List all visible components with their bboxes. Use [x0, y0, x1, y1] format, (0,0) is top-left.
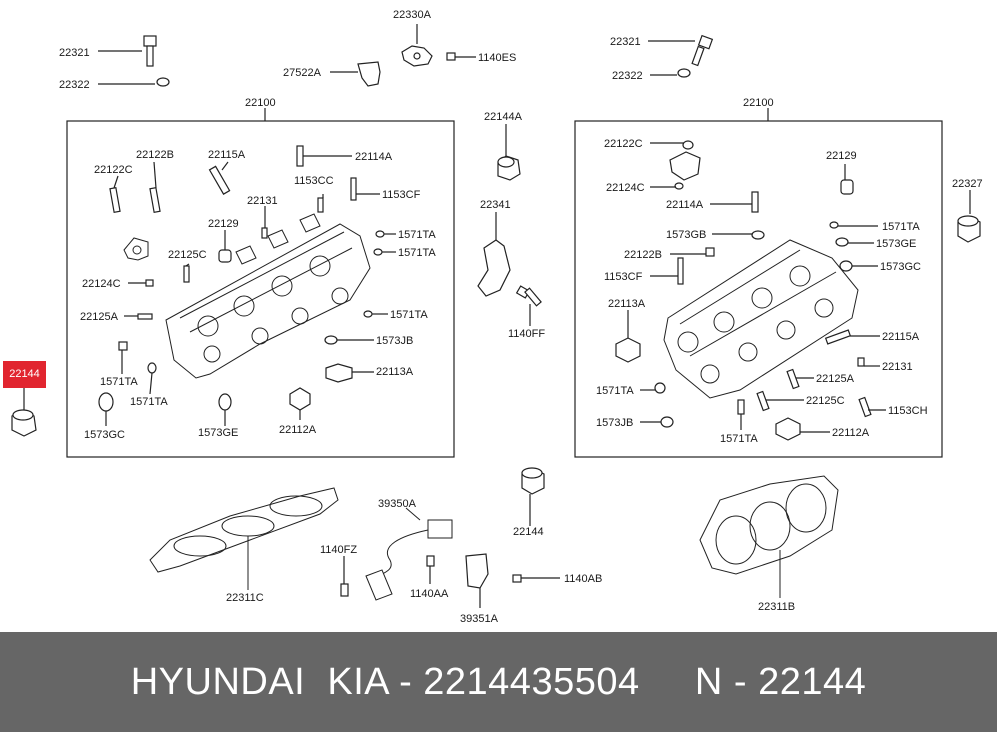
label-22321-left: 22321: [59, 47, 90, 59]
label-1571TA-e: 1571TA: [130, 396, 168, 408]
label-1571TA-r-b: 1571TA: [720, 433, 758, 445]
label-22113A-left: 22113A: [376, 366, 414, 378]
gasket-22311C: [149, 487, 339, 590]
label-22115A-left: 22115A: [208, 149, 246, 161]
label-22125C-left: 22125C: [168, 249, 207, 261]
bracket-22330A: [401, 24, 476, 67]
label-1573GC-left: 1573GC: [84, 429, 125, 441]
label-1140FF: 1140FF: [508, 328, 545, 340]
label-22322-left: 22322: [59, 79, 90, 91]
label-1153CF-left: 1153CF: [382, 189, 421, 201]
label-1573GE-left: 1573GE: [198, 427, 238, 439]
label-22144-mid: 22144: [513, 526, 544, 538]
label-22100-right: 22100: [743, 97, 774, 109]
label-1153CC: 1153CC: [294, 175, 334, 187]
seal-22327: [957, 190, 981, 243]
label-22125C-right: 22125C: [806, 395, 845, 407]
label-1140ES: 1140ES: [478, 52, 516, 64]
label-1573GE-right: 1573GE: [876, 238, 916, 250]
label-22124C-right: 22124C: [606, 182, 645, 194]
label-22112A-right: 22112A: [832, 427, 870, 439]
bolt-22321-right: [648, 34, 714, 67]
exploded-parts-diagram: 22321 22322 22330A 27522A 1140ES 22321 2…: [11, 9, 983, 625]
label-22131-left: 22131: [247, 195, 278, 207]
label-22311B: 22311B: [758, 601, 795, 613]
label-22115A-right: 22115A: [882, 331, 920, 343]
label-1140AB: 1140AB: [564, 573, 602, 585]
part-number-caption: HYUNDAI KIA - 2214435504 N - 22144: [130, 661, 867, 703]
knock-sensor-39350A: [365, 507, 453, 601]
label-22144A: 22144A: [484, 111, 523, 123]
label-1571TA-r-c: 1571TA: [882, 221, 920, 233]
label-22125A-right: 22125A: [816, 373, 855, 385]
label-1573JB-right: 1573JB: [596, 417, 633, 429]
footer-bar: HYUNDAI KIA - 2214435504 N - 22144: [0, 632, 997, 732]
label-22129-left: 22129: [208, 218, 239, 230]
label-1571TA-d: 1571TA: [100, 376, 138, 388]
label-22311C: 22311C: [226, 592, 264, 604]
label-1140AA: 1140AA: [410, 588, 449, 600]
label-27522A: 27522A: [283, 67, 322, 79]
label-22124C-left: 22124C: [82, 278, 121, 290]
bolt-22321-left: [98, 35, 157, 67]
washer-22322-right: [650, 68, 691, 78]
highlighted-part-label: 22144: [9, 368, 40, 380]
label-1571TA-b: 1571TA: [398, 247, 436, 259]
label-1571TA-c: 1571TA: [390, 309, 428, 321]
label-22322-right: 22322: [612, 70, 643, 82]
label-1153CH: 1153CH: [888, 405, 928, 417]
cam-cap-22124C: [123, 237, 149, 261]
label-22114A-right: 22114A: [666, 199, 704, 211]
bracket-39351A: [465, 553, 489, 608]
gasket-22311B: [699, 475, 839, 598]
label-22122C-left: 22122C: [94, 164, 133, 176]
label-22321-right: 22321: [610, 36, 641, 48]
label-22327: 22327: [952, 178, 983, 190]
label-22330A: 22330A: [393, 9, 432, 21]
label-1573JB-left: 1573JB: [376, 335, 413, 347]
label-22114A-left: 22114A: [355, 151, 393, 163]
bracket-27522A: [330, 61, 381, 87]
cylinder-head-left: [165, 213, 371, 379]
label-1153CF-right: 1153CF: [604, 271, 643, 283]
label-1573GB: 1573GB: [666, 229, 706, 241]
label-1571TA-a: 1571TA: [398, 229, 436, 241]
highlight-box: [3, 361, 46, 388]
label-1573GC-right: 1573GC: [880, 261, 921, 273]
label-22112A-left: 22112A: [279, 424, 317, 436]
label-22122B-left: 22122B: [136, 149, 174, 161]
seal-22144A: [497, 124, 521, 181]
label-22122C-right: 22122C: [604, 138, 643, 150]
seal-22144-mid: [521, 467, 545, 526]
seal-22144-highlighted: [11, 388, 37, 437]
label-22341: 22341: [480, 199, 511, 211]
label-39351A: 39351A: [460, 613, 499, 625]
label-1571TA-r-a: 1571TA: [596, 385, 634, 397]
right-assembly-frame: [574, 120, 943, 458]
label-22113A-right: 22113A: [608, 298, 646, 310]
label-39350A: 39350A: [378, 498, 417, 510]
washer-22322-left: [98, 77, 170, 87]
label-22131-right: 22131: [882, 361, 913, 373]
label-22122B-right: 22122B: [624, 249, 662, 261]
label-22100-left: 22100: [245, 97, 276, 109]
label-22129-right: 22129: [826, 150, 857, 162]
left-assembly-frame: [66, 120, 455, 458]
bolt-1140FF: [515, 285, 542, 326]
bracket-22341: [477, 212, 511, 297]
label-1140FZ: 1140FZ: [320, 544, 357, 556]
label-22125A-left: 22125A: [80, 311, 119, 323]
cylinder-head-right: [663, 239, 859, 399]
